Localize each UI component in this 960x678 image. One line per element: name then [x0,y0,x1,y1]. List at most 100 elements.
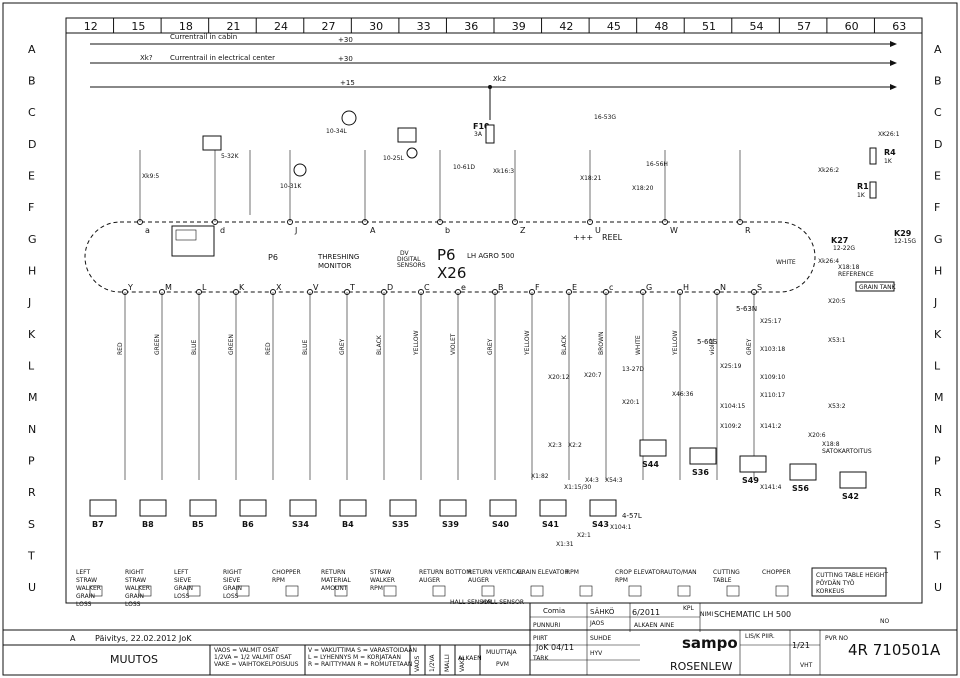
function-label: RPM [272,577,285,584]
fuse-rating: 3A [474,131,483,138]
wire-color-label: BLACK [561,334,568,355]
dv-label: DIGITAL [397,256,421,263]
sensor-box [589,499,617,517]
wire-label: 16-56H [646,161,668,168]
sensor-box [839,471,867,489]
column-number: 21 [226,20,240,33]
legend-text: VAKE = VAIHTOKELPOISUUS [214,661,299,668]
function-label: RETURN BOTTOM [419,569,471,576]
hall-sensor-label: HALL SENSOR [482,599,524,606]
function-label: WALKER [76,585,101,592]
sensor-box [439,499,467,517]
cutting-table-label: PÖYDÄN TYÖ [816,580,855,587]
row-letter: A [28,43,36,56]
legend-text: 1/2VA = 1/2 VALMIT OSAT [214,654,292,661]
function-label: RPM [615,577,628,584]
function-label: STRAW [370,569,391,576]
function-label: CUTTING [713,569,740,576]
sensor-box [539,499,567,517]
row-letter: L [28,360,35,373]
pin-label: S [757,283,762,292]
connector-label: X104:1 [610,524,632,531]
wire-color-label: BLUE [302,339,309,355]
function-icon [726,585,740,597]
connector-label: X20:5 [828,298,846,305]
connector-label: X104:15 [720,403,745,410]
function-label: LOSS [223,593,239,600]
connector-label: X141:4 [760,484,782,491]
wire-color-label: GREEN [228,334,235,355]
row-letter: K [934,328,942,341]
connector-label: XK26:1 [878,131,900,138]
pin-label: Z [520,226,526,235]
cutting-table-box: CUTTING TABLE HEIGHT PÖYDÄN TYÖ KORKEUS [811,567,888,597]
column-number: 18 [179,20,193,33]
suhde-label: SUHDE [590,635,611,642]
function-label: WALKER [370,577,395,584]
connector-label: X53:1 [828,337,846,344]
sensor-label: S56 [792,484,809,493]
resistor-value: 1K [857,192,866,199]
function-icon [138,585,152,597]
sensor-label: B8 [142,520,154,529]
function-label: STRAW [76,577,97,584]
revision-text: Päivitys, 22.02.2012 JoK [95,634,192,643]
wire-label: WHITE [776,259,796,266]
row-letter: C [28,106,36,119]
function-label: RIGHT [223,569,242,576]
connector-label: X110:17 [760,392,785,399]
function-label: RIGHT [125,569,144,576]
schematic-title: SCHEMATIC LH 500 [714,610,791,619]
brand-logo: sampo [682,634,738,652]
sensor-icon [293,163,307,177]
row-letter: T [933,550,941,563]
row-letter: S [934,518,941,531]
connector-label: X103:18 [760,346,785,353]
function-label: SIEVE [223,577,240,584]
row-letter: D [934,138,942,151]
title-block: A Päivitys, 22.02.2012 JoK MUUTOS VAOS =… [3,603,957,675]
row-letter: A [934,43,942,56]
author-label: JoK 04/11 [535,643,574,652]
column-number: 45 [607,20,621,33]
p6-title: P6 [437,246,456,264]
wire-label: 16-53G [594,114,616,121]
function-label: GRAIN [76,593,95,600]
row-letter: N [28,423,36,436]
row-letter: H [934,265,942,278]
document-number: 4R 710501A [848,641,941,659]
connector-label: X25:19 [720,363,742,370]
function-label: GRAIN ELEVATOR [517,569,569,576]
legend-text: VAOS = VALMIT OSAT [214,647,279,654]
hyv-label: HYV [590,650,603,657]
pin-label: J [294,226,297,235]
hall-sensor-label: HALL SENSOR [450,599,492,606]
row-letter: J [933,296,937,309]
vertical-label: VAOS [414,656,421,672]
dv-label: SENSORS [397,262,426,269]
sensor-label: S42 [842,492,859,501]
row-letter: B [934,75,942,88]
arrow-right-icon [890,84,897,90]
connector-label: Xk16:3 [493,168,514,175]
wire-color-label: RED [117,342,124,355]
connector-label: X18:18 [838,264,860,271]
function-label: RPM [566,569,579,576]
column-number: 63 [892,20,906,33]
pin-label: T [349,283,355,292]
wire-label: 5-32K [221,153,240,160]
sensor-box [739,455,767,473]
function-labels: LEFTSTRAWWALKERGRAINLOSSRIGHTSTRAWWALKER… [76,569,791,608]
function-label: AUTO/MAN [664,569,697,576]
sensor-label: S49 [742,476,759,485]
connector-label: X2:2 [568,442,582,449]
function-label: RETURN VERTICAL [468,569,524,576]
function-icon [285,585,299,597]
alkaen-label: ALKAEN [634,622,658,629]
row-letter: E [28,170,35,183]
column-number: 42 [559,20,573,33]
function-label: CROP ELEVATOR [615,569,664,576]
